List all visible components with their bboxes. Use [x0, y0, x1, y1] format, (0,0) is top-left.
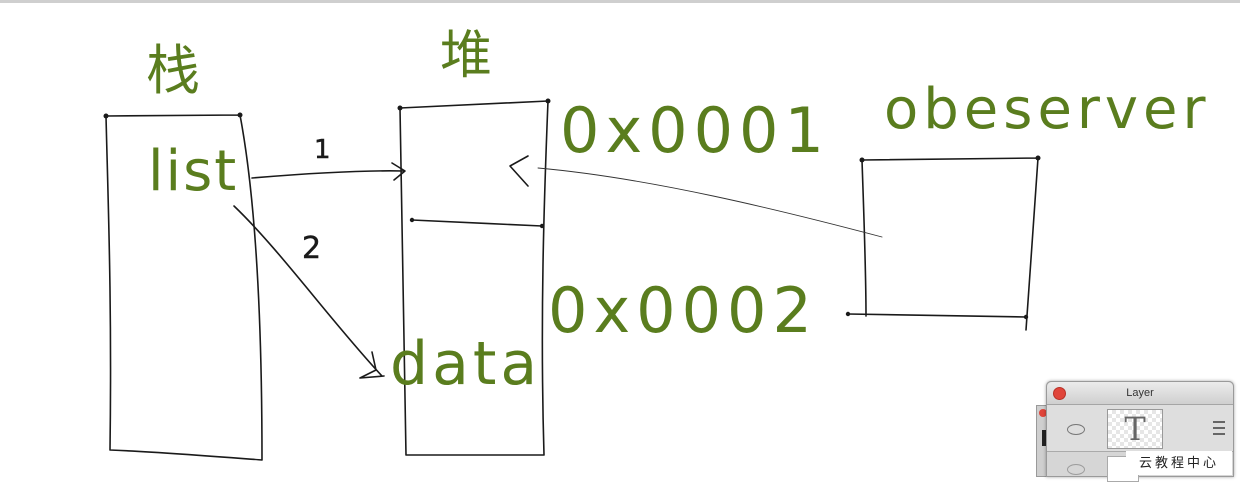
address-2-label: 0x0002 [548, 274, 818, 347]
list-label: list [148, 139, 239, 204]
text-layer-thumbnail: T [1107, 409, 1163, 449]
layer-panel-titlebar[interactable]: Layer [1047, 382, 1233, 405]
address-1-label: 0x0001 [560, 94, 830, 167]
close-icon[interactable] [1039, 409, 1047, 417]
heap-label: 堆 [440, 26, 493, 86]
stack-label: 栈 [146, 39, 200, 102]
arrow-2-label: 2 [302, 231, 321, 266]
arrow-1-label: 1 [314, 135, 331, 165]
arrow-list-to-heap [251, 162, 406, 181]
eye-icon[interactable] [1067, 464, 1085, 475]
close-icon[interactable] [1053, 387, 1066, 400]
observer-box [845, 155, 1041, 331]
top-border [0, 0, 1240, 3]
menu-icon[interactable] [1213, 421, 1225, 435]
panel-handle [1042, 430, 1046, 446]
layer-row[interactable]: T [1047, 405, 1233, 452]
observer-label: obeserver [884, 77, 1211, 142]
watermark: 云教程中心 [1126, 451, 1232, 475]
data-label: data [390, 329, 542, 399]
arrow-observer-to-heap [509, 155, 883, 238]
layer-panel-title: Layer [1126, 387, 1154, 399]
eye-icon[interactable] [1067, 424, 1085, 435]
stack-box [103, 112, 263, 461]
heap-box [397, 98, 551, 456]
arrow-list-to-data [233, 205, 385, 379]
